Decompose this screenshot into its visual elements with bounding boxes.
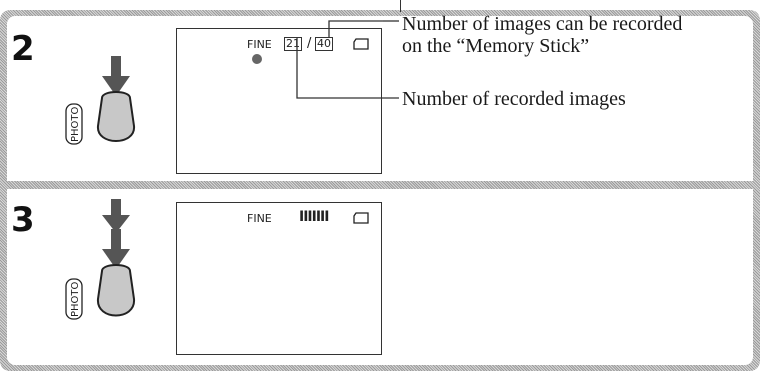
button-label: PHOTO <box>70 281 81 317</box>
step-2-panel: 2 PHOTO FINE 21 / 40 Number of images ca… <box>7 16 753 181</box>
memory-stick-icon <box>353 212 369 224</box>
recording-progress: IIIIIII <box>299 209 328 225</box>
step-number: 3 <box>11 203 35 237</box>
photo-button-icon <box>98 265 134 316</box>
capacity-callout: Number of images can be recorded on the … <box>402 13 682 57</box>
arrow-down-icon <box>102 199 130 233</box>
photo-button-illustration: PHOTO <box>62 199 142 359</box>
quality-label: FINE <box>247 212 272 225</box>
recorded-callout: Number of recorded images <box>402 88 626 110</box>
lcd-screen: FINE IIIIIII <box>176 202 382 355</box>
step-3-panel: 3 PHOTO FINE IIIIIII <box>7 189 753 365</box>
arrow-down-icon <box>102 229 130 269</box>
connector-line <box>400 0 401 12</box>
